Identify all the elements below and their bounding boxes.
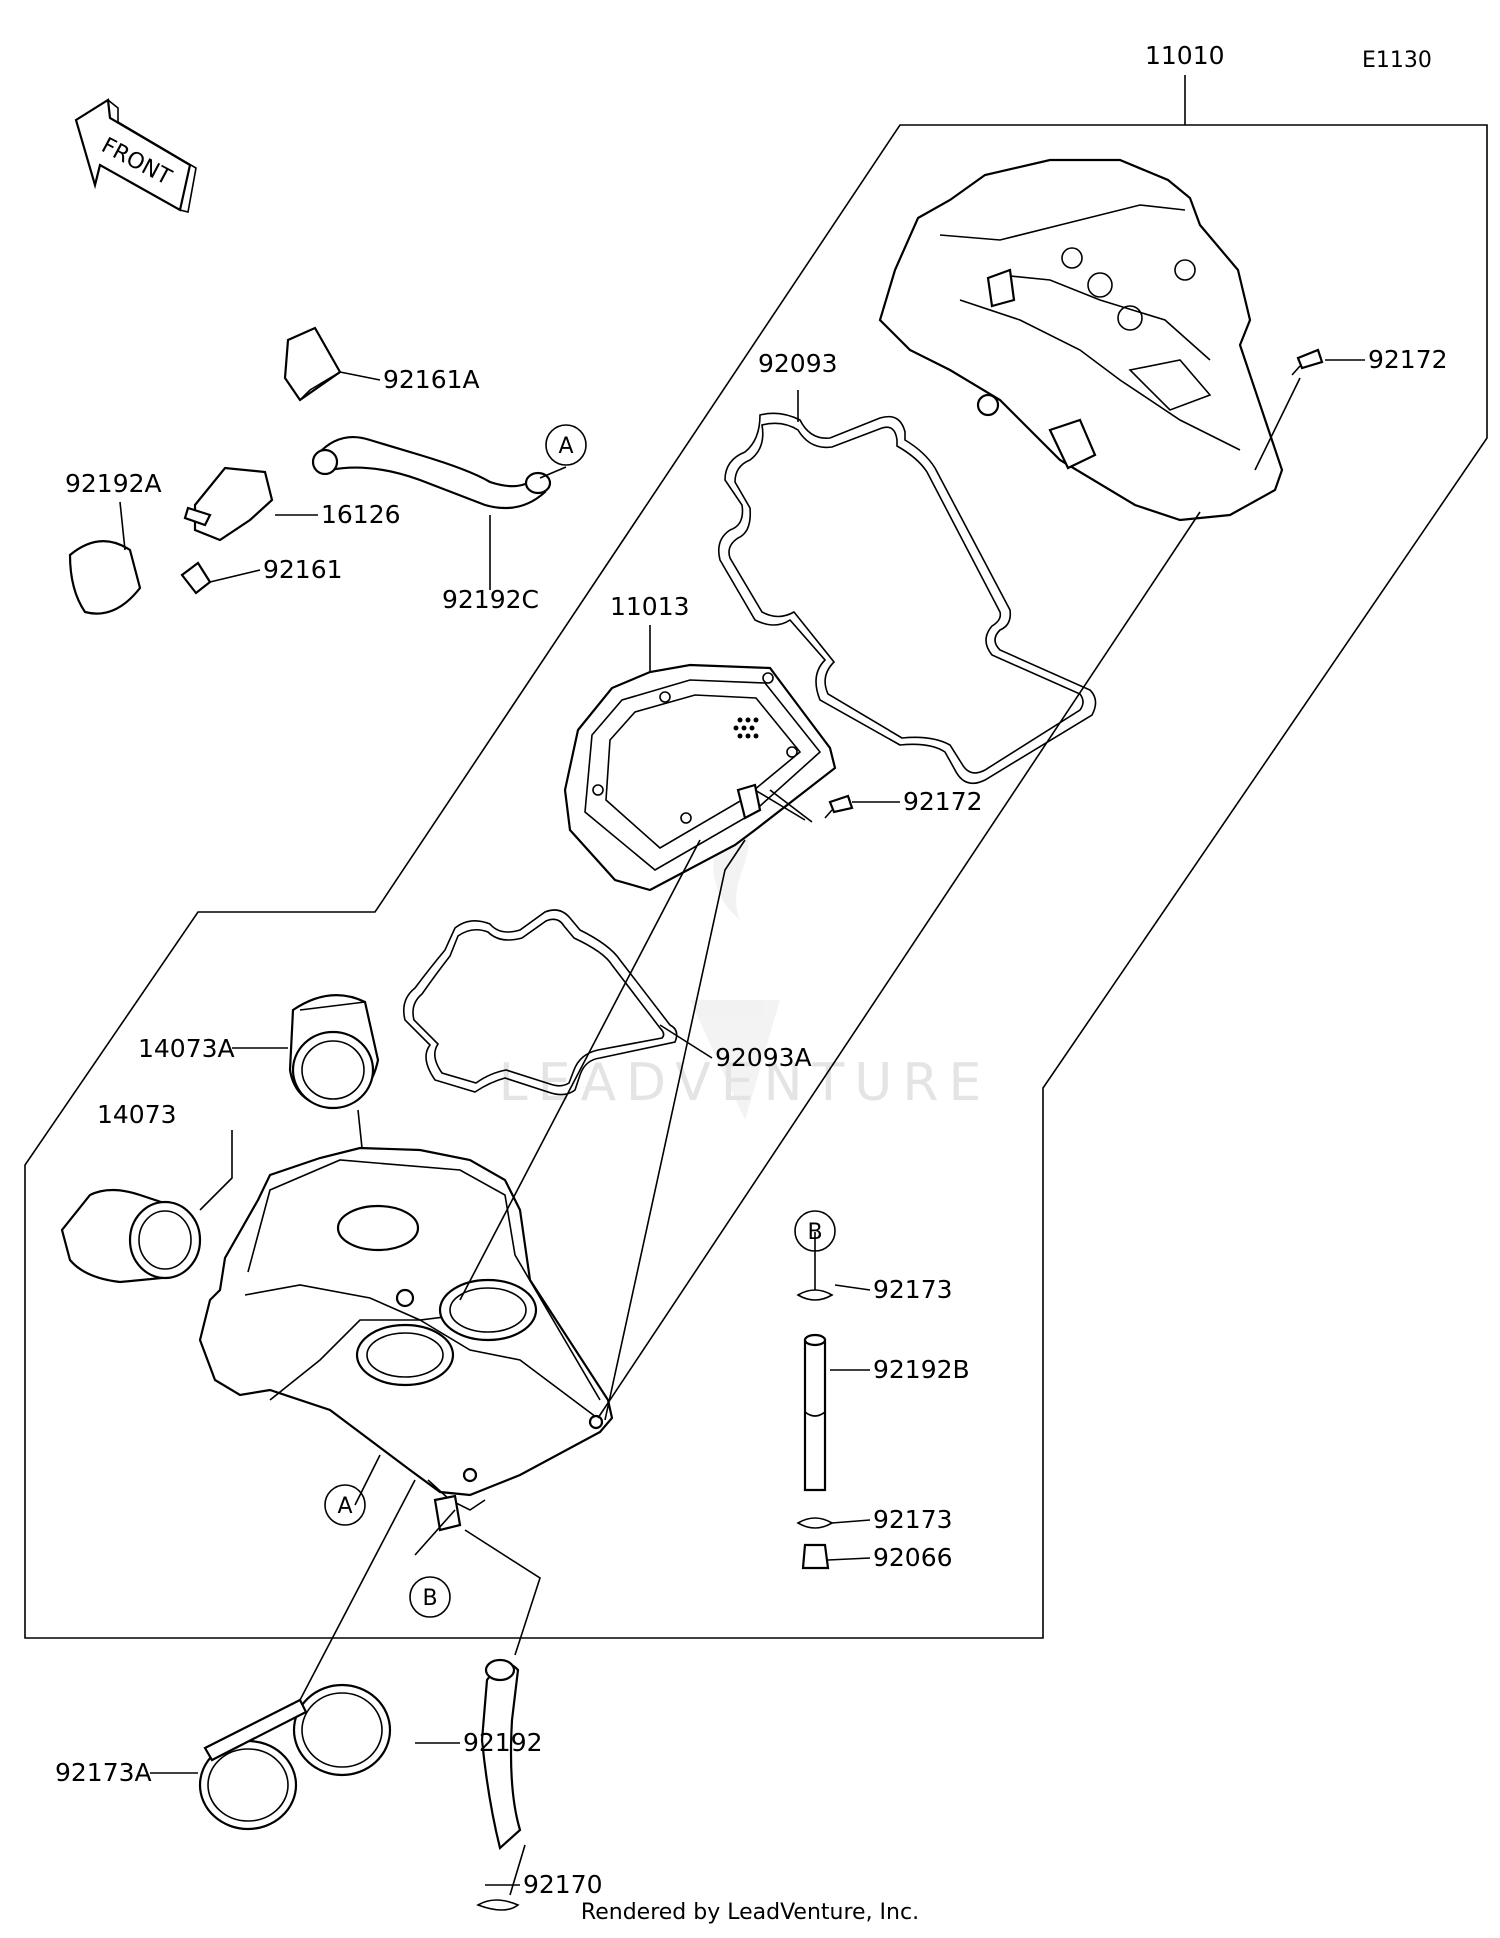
label-92192A: 92192A [65,469,162,498]
gasket-92093A-part [402,909,678,1096]
valve-16126-part [183,466,274,542]
label-16126: 16126 [321,500,401,529]
label-92192B: 92192B [873,1355,970,1384]
lower-housing-part [198,1146,614,1532]
gasket-92093-part [717,412,1097,785]
breather-hose-92192A-part [68,540,142,615]
front-arrow-icon: FRONT [74,98,197,213]
hose-92192B-part [803,1333,827,1492]
cap-92161-part [180,561,212,595]
label-92161: 92161 [263,555,343,584]
svg-text:A: A [337,1494,352,1519]
drain-hose-92192-part [480,1658,522,1851]
hose-92192C-part [311,436,552,510]
clamp-92173A-part [198,1683,392,1831]
assembly-outline-box [24,124,1488,1639]
intake-duct-14073-part [60,1188,202,1284]
label-92172-lower: 92172 [903,787,983,816]
label-14073: 14073 [97,1100,177,1129]
air-filter-element-part [563,663,837,892]
label-92093A: 92093A [715,1043,812,1072]
label-92161A: 92161A [383,365,480,394]
label-11010: 11010 [1145,41,1225,70]
upper-housing-part [878,158,1284,522]
footer-credit: Rendered by LeadVenture, Inc. [580,1900,920,1925]
ref-circle-A-box: A [324,1484,366,1526]
intake-duct-14073A-part [288,994,380,1110]
label-92172-upper: 92172 [1368,345,1448,374]
label-92093: 92093 [758,349,838,378]
leader-lines [119,75,1365,1896]
label-92066: 92066 [873,1543,953,1572]
label-92173-upper: 92173 [873,1275,953,1304]
label-92192: 92192 [463,1728,543,1757]
clip-92170-part [476,1899,520,1911]
svg-text:B: B [807,1220,822,1245]
cap-92161A-part [283,326,342,402]
clip-92173-lower-part [796,1517,834,1529]
label-92192C: 92192C [442,585,539,614]
label-14073A: 14073A [138,1034,235,1063]
filter-mesh-pattern [733,717,759,739]
svg-text:A: A [558,434,573,459]
svg-text:B: B [422,1586,437,1611]
watermark-text: LEADVENTURE [499,1053,992,1113]
fitting-92066-part [801,1543,830,1570]
clip-92173-upper-part [796,1289,834,1301]
label-92173-lower: 92173 [873,1505,953,1534]
label-11013: 11013 [610,592,690,621]
bolt-92172-lower-part [824,794,854,819]
diagram-code: E1130 [1362,48,1432,73]
label-92173A: 92173A [55,1758,152,1787]
label-92170: 92170 [523,1870,603,1899]
ref-circle-B-box: B [409,1576,451,1618]
bolt-92172-upper-part [1291,348,1324,376]
ref-circle-A-top: A [545,424,587,466]
ref-circle-B-right: B [794,1210,836,1252]
